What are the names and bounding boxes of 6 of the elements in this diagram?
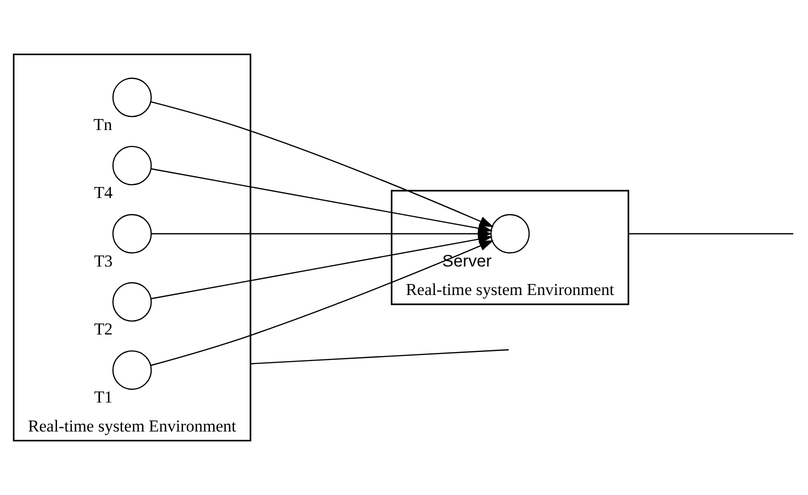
node-label: Server bbox=[442, 251, 492, 270]
node-label: T4 bbox=[94, 183, 113, 202]
node-label: T1 bbox=[94, 388, 113, 407]
node-label: T3 bbox=[94, 251, 113, 270]
node-label: Tn bbox=[93, 114, 112, 134]
node-label: T2 bbox=[94, 319, 113, 338]
